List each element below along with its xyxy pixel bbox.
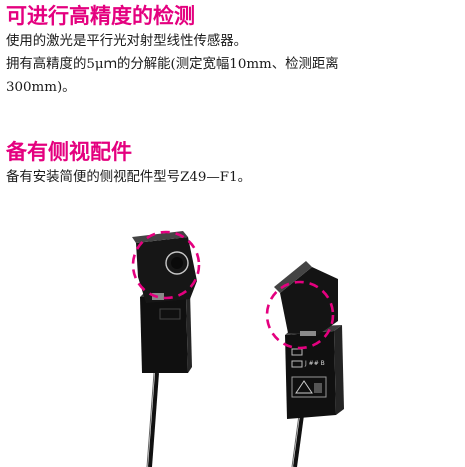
body-line: 使用的激光是平行光对射型线性传感器。 [6, 34, 248, 49]
body-line: 备有安装简便的侧视配件型号Z49—F1。 [6, 170, 252, 185]
section-title-side-view: 备有侧视配件 [6, 140, 132, 164]
highlight-circle [131, 230, 201, 300]
section-body-precision: 使用的激光是平行光对射型线性传感器。 拥有高精度的5μｍ的分解能(测定宽幅10m… [6, 30, 462, 99]
section-body-side-view: 备有安装简便的侧视配件型号Z49—F1。 [6, 166, 462, 189]
highlight-circle [265, 280, 335, 350]
body-line: 300mm)。 [6, 80, 76, 95]
section-title-precision: 可进行高精度的检测 [6, 4, 195, 28]
sensor-illustration: J ## B [131, 230, 344, 467]
left-sensor [131, 230, 201, 467]
sensor-label: J ## B [304, 360, 325, 367]
body-line: 拥有高精度的5μｍ的分解能(测定宽幅10mm、检测距离 [6, 57, 339, 72]
right-sensor: J ## B [265, 261, 344, 467]
